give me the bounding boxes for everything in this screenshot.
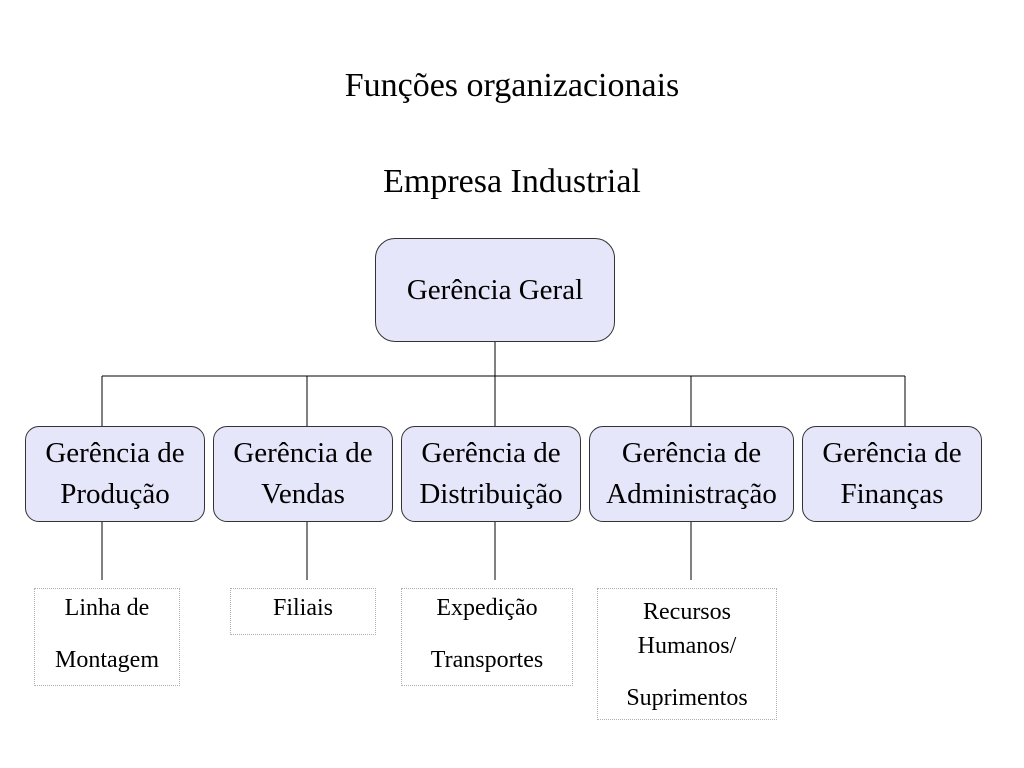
sub-unit-text: Suprimentos — [626, 685, 748, 711]
slide-title: Funções organizacionais — [344, 67, 680, 104]
sub-unit-administracao: Recursos Humanos/ Suprimentos — [597, 588, 777, 720]
slide-subtitle: Empresa Industrial — [383, 163, 641, 200]
node-gerencia-vendas: Gerência de Vendas — [213, 426, 393, 522]
node-gerencia-administracao: Gerência de Administração — [589, 426, 794, 522]
sub-unit-text: Linha de — [64, 595, 150, 621]
sub-unit-text: Expedição — [436, 595, 538, 621]
sub-unit-text: Humanos/ — [637, 633, 737, 659]
node-gerencia-financas: Gerência de Finanças — [802, 426, 982, 522]
sub-unit-text: Montagem — [55, 647, 159, 673]
sub-unit-distribuicao: Expedição Transportes — [401, 588, 573, 686]
node-gerencia-distribuicao: Gerência de Distribuição — [401, 426, 581, 522]
sub-unit-text: Recursos — [643, 599, 731, 625]
node-gerencia-geral: Gerência Geral — [375, 238, 615, 342]
sub-unit-producao: Linha de Montagem — [34, 588, 180, 686]
node-gerencia-producao: Gerência de Produção — [25, 426, 205, 522]
sub-unit-text: Transportes — [430, 647, 544, 673]
sub-unit-vendas: Filiais — [230, 588, 376, 635]
sub-unit-text: Filiais — [272, 595, 333, 621]
